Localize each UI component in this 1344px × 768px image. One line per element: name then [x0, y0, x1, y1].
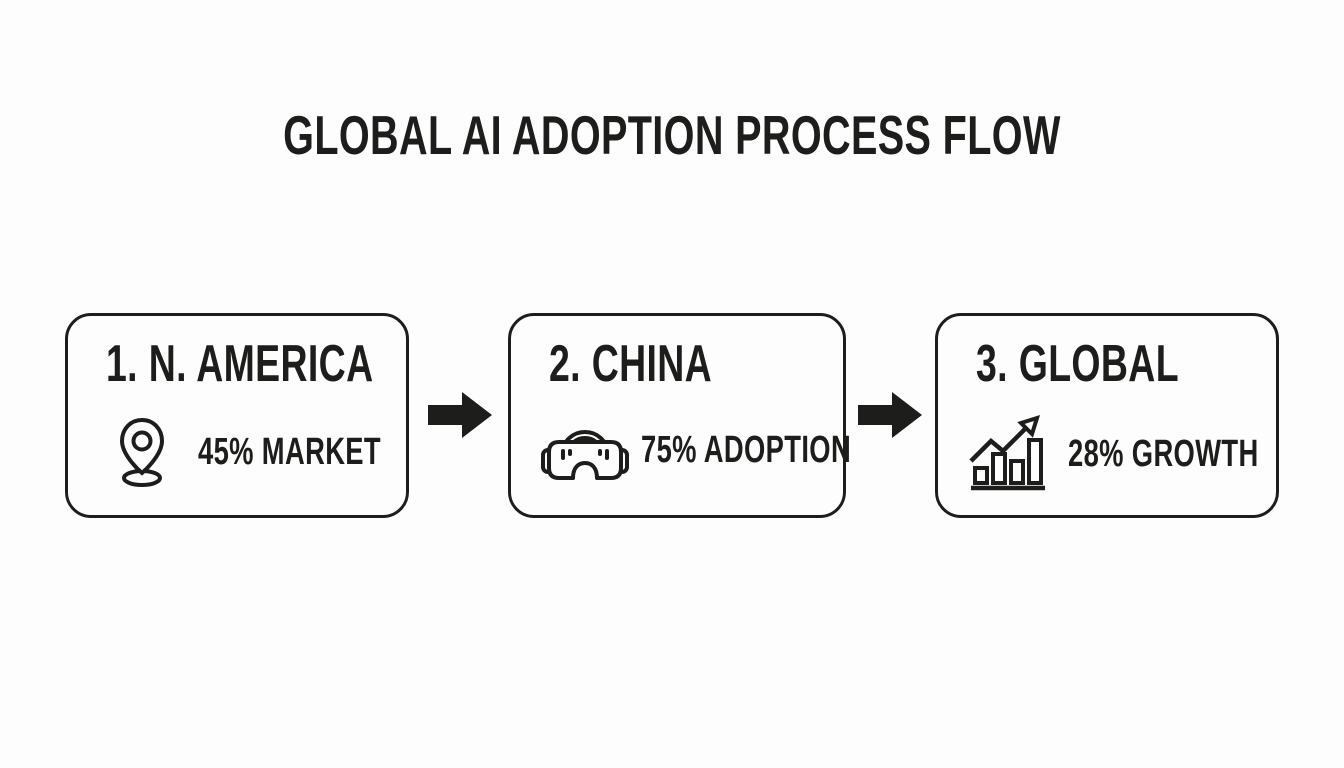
- step-heading-text: 3. GLOBAL: [976, 335, 1179, 393]
- step-label-text: 75% ADOPTION: [641, 429, 852, 471]
- step-heading: 2. CHINA: [549, 334, 775, 394]
- diagram-title: GLOBAL AI ADOPTION PROCESS FLOW: [0, 108, 1344, 163]
- arrow-right-icon: [428, 392, 492, 438]
- step-label: 28% GROWTH: [1068, 435, 1333, 473]
- step-label: 75% ADOPTION: [641, 431, 933, 469]
- step-detail-row: 45% MARKET: [92, 414, 392, 490]
- location-pin-icon: [92, 414, 192, 490]
- step-box-global: 3. GLOBAL 28% GROWTH: [935, 313, 1279, 518]
- step-label: 45% MARKET: [198, 433, 452, 471]
- step-box-china: 2. CHINA 75% ADOPTION: [508, 313, 851, 518]
- arrow-right-icon: [858, 392, 922, 438]
- step-label-text: 28% GROWTH: [1068, 433, 1259, 475]
- step-heading-text: 1. N. AMERICA: [106, 335, 374, 393]
- growth-chart-icon: [962, 414, 1062, 494]
- diagram-title-text: GLOBAL AI ADOPTION PROCESS FLOW: [283, 104, 1061, 166]
- step-box-n-america: 1. N. AMERICA 45% MARKET: [65, 313, 409, 518]
- vr-headset-icon: [535, 414, 635, 486]
- step-detail-row: 75% ADOPTION: [535, 414, 851, 486]
- step-label-text: 45% MARKET: [198, 431, 381, 473]
- step-detail-row: 28% GROWTH: [962, 414, 1262, 494]
- step-heading-text: 2. CHINA: [549, 335, 713, 393]
- step-heading: 3. GLOBAL: [976, 334, 1258, 394]
- step-heading: 1. N. AMERICA: [106, 334, 478, 394]
